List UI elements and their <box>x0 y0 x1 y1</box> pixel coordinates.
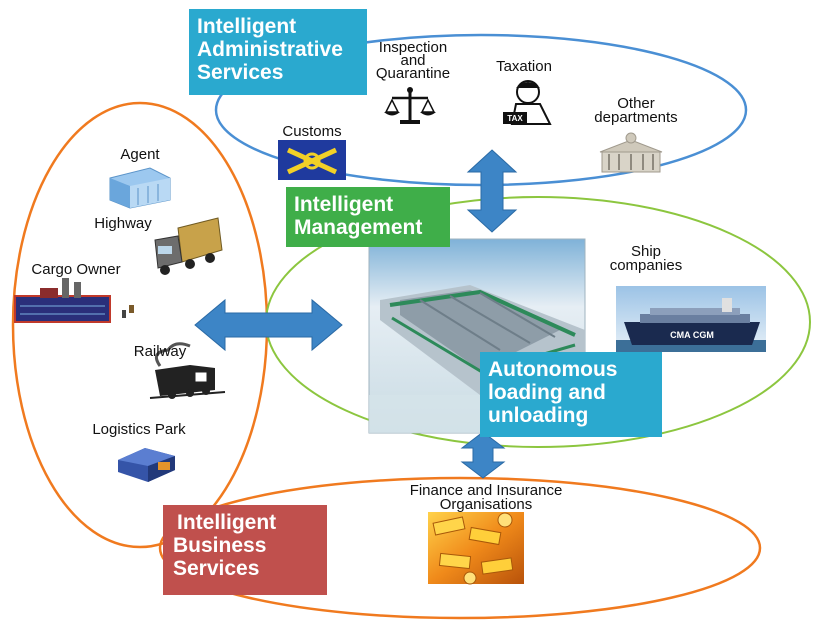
autonomous-box-line-3: unloading <box>488 404 589 427</box>
customs-label: Customs <box>282 123 342 140</box>
cargo-owner-label: Cargo Owner <box>31 261 121 278</box>
warehouse-icon <box>118 448 175 482</box>
ship-companies-label: Ship companies <box>609 243 683 274</box>
intelligent-business-services-box: Intelligent Business Services <box>163 505 327 595</box>
truck-icon <box>154 217 223 275</box>
autonomous-loading-unloading-box: Autonomous loading and unloading <box>480 352 662 437</box>
admin-box-line-1: Intelligent <box>197 15 297 38</box>
train-icon <box>149 342 226 399</box>
container-ship-icon: CMA CGM <box>616 286 766 352</box>
agent-label: Agent <box>120 146 160 163</box>
intelligent-administrative-services-box: Intelligent Administrative Services <box>189 9 367 95</box>
management-box-line-2: Management <box>294 216 423 239</box>
autonomous-box-line-1: Autonomous <box>488 358 618 381</box>
admin-box-line-3: Services <box>197 61 284 84</box>
admin-box-line-2: Administrative <box>197 38 343 61</box>
business-box-line-1: Intelligent <box>177 511 277 534</box>
ship-hull-text: CMA CGM <box>670 330 714 340</box>
customs-emblem-icon <box>278 140 346 180</box>
government-building-icon <box>599 132 663 173</box>
finance-insurance-label: Finance and Insurance Organisations <box>409 482 563 513</box>
other-departments-label: Other departments <box>594 95 678 126</box>
business-box-line-2: Business <box>173 534 267 557</box>
gold-money-icon <box>428 512 524 585</box>
double-arrow-vertical-top <box>466 149 518 233</box>
management-box-line-1: Intelligent <box>294 193 394 216</box>
tax-sign-text: TAX <box>507 114 523 123</box>
office-building-icon <box>109 167 171 209</box>
highway-label: Highway <box>94 215 152 232</box>
railway-label: Railway <box>133 343 187 360</box>
autonomous-box-line-2: loading and <box>488 381 606 404</box>
double-arrow-vertical-bottom <box>460 431 506 479</box>
finance-ellipse <box>158 476 762 620</box>
double-arrow-horizontal <box>194 298 343 352</box>
tax-officer-icon: TAX <box>503 80 552 125</box>
inspection-quarantine-label: Inspection and Quarantine <box>375 39 451 82</box>
intelligent-management-box: Intelligent Management <box>286 187 450 247</box>
business-box-line-3: Services <box>173 557 260 580</box>
factory-icon <box>14 278 134 323</box>
scales-icon <box>384 87 436 124</box>
taxation-label: Taxation <box>496 58 552 75</box>
logistics-park-label: Logistics Park <box>92 421 186 438</box>
